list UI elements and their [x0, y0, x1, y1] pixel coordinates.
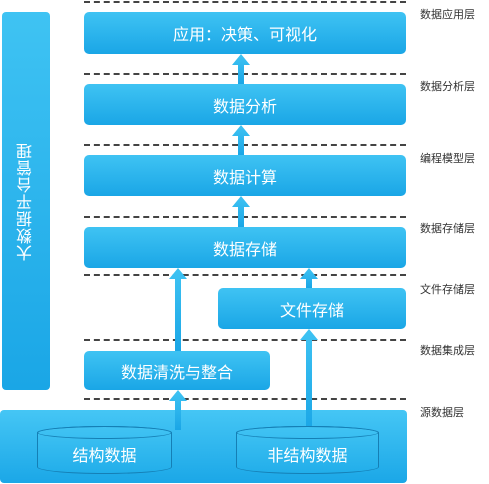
cylinder-top: [236, 426, 379, 439]
layer-label-storage: 数据存储层: [420, 222, 475, 235]
layer-divider: [84, 144, 406, 146]
layer-label-integration: 数据集成层: [420, 344, 475, 357]
file-storage-box: 文件存储: [218, 288, 406, 329]
arrow-up-icon: [169, 268, 187, 351]
application-box: 应用：决策、可视化: [84, 12, 406, 54]
layer-divider: [84, 339, 406, 341]
compute-box: 数据计算: [84, 155, 406, 196]
platform-management-bar: 大数据平台管理: [2, 12, 50, 390]
layer-label-application: 数据应用层: [420, 8, 475, 21]
layer-divider: [84, 216, 406, 218]
arrow-up-icon: [169, 390, 187, 430]
arrow-up-icon: [300, 329, 318, 430]
unstructured-data-label: 非结构数据: [267, 446, 348, 465]
structured-data-source: 结构数据: [37, 426, 172, 474]
layer-divider: [84, 1, 406, 3]
cleaning-box: 数据清洗与整合: [84, 351, 270, 390]
unstructured-data-source: 非结构数据: [236, 426, 379, 474]
analysis-box: 数据分析: [84, 84, 406, 125]
arrow-up-icon: [300, 268, 318, 288]
storage-box: 数据存储: [84, 227, 406, 268]
layer-divider: [84, 73, 406, 75]
layer-label-file-storage: 文件存储层: [420, 283, 475, 296]
layer-divider: [84, 274, 406, 276]
layer-label-source: 源数据层: [420, 406, 464, 419]
structured-data-label: 结构数据: [72, 446, 137, 465]
layer-label-modeling: 编程模型层: [420, 152, 475, 165]
arrow-up-icon: [232, 196, 250, 227]
layer-label-analysis: 数据分析层: [420, 80, 475, 93]
cylinder-top: [37, 426, 172, 439]
layer-divider: [84, 398, 406, 400]
arrow-up-icon: [232, 125, 250, 155]
arrow-up-icon: [232, 54, 250, 84]
